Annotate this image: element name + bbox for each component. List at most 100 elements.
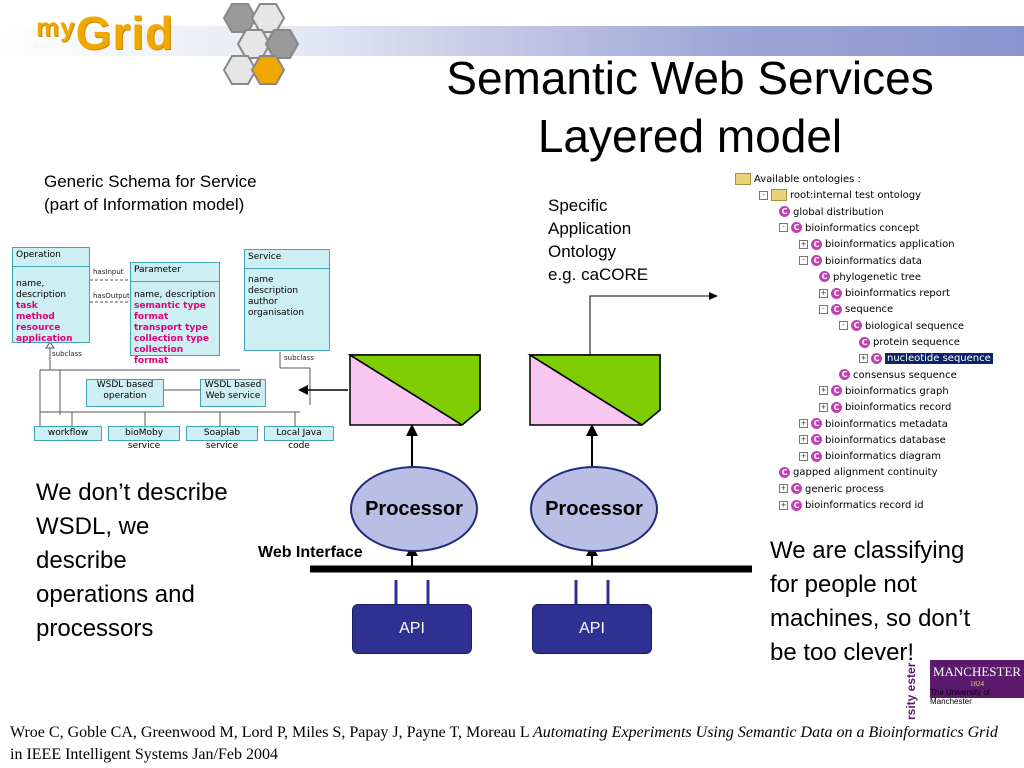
collapse-icon[interactable]: -: [779, 223, 788, 233]
ontology-tree-label: gapped alignment continuity: [793, 467, 938, 479]
uml-subclass-right-label: subclass: [284, 354, 314, 362]
folder-icon: [771, 189, 787, 202]
manchester-logo-year: 1824: [970, 680, 984, 688]
ontology-tree-label: nucleotide sequence: [885, 353, 993, 365]
expand-icon[interactable]: +: [819, 288, 828, 298]
class-icon: C: [831, 401, 842, 413]
uml-leaf-local-java: Local Java code: [264, 426, 334, 451]
ontology-tree-label: sequence: [845, 304, 894, 316]
class-icon: C: [871, 352, 882, 364]
uml-operation-attr-resource: resource: [16, 323, 61, 333]
ontology-tree-label: bioinformatics report: [845, 288, 950, 300]
collapse-icon[interactable]: -: [799, 256, 808, 265]
left-note-line2: WSDL, we: [36, 513, 150, 540]
processor-node-right: Processor: [530, 466, 658, 552]
uml-service-class: Service name description author organisa…: [244, 249, 330, 351]
web-interface-label: Web Interface: [258, 544, 363, 561]
class-icon: C: [811, 418, 822, 429]
uml-parameter-class: Parameter name, description semantic typ…: [130, 262, 220, 366]
hexagon-logo-graphic: [222, 3, 300, 85]
ontology-tree-label: Available ontologies :: [754, 174, 861, 185]
uml-service-attr-author: author: [248, 297, 278, 307]
collapse-icon[interactable]: -: [759, 190, 768, 200]
uml-wsdl-webservice-line1: WSDL based: [204, 380, 262, 390]
specific-ontology-caption-line4: e.g. caCORE: [548, 265, 649, 284]
ontology-tree-label: root:internal test ontology: [790, 190, 922, 202]
class-icon: C: [811, 434, 822, 446]
uml-operation-attr-task: task: [16, 301, 38, 311]
ontology-tree-row[interactable]: Available ontologies :: [735, 172, 861, 188]
right-note: We are classifying for people not machin…: [770, 534, 970, 670]
expand-icon[interactable]: +: [799, 419, 808, 428]
ontology-tree-label: bioinformatics record id: [805, 500, 924, 511]
citation-venue: in IEEE Intelligent Systems Jan/Feb 2004: [10, 746, 278, 763]
class-icon: C: [859, 336, 870, 348]
expand-icon[interactable]: +: [779, 484, 788, 494]
right-note-line1: We are classifying: [770, 537, 965, 564]
slide-title-line1: Semantic Web Services: [446, 52, 934, 104]
expand-icon[interactable]: +: [779, 500, 788, 510]
university-of-manchester-label: The University of Manchester: [930, 688, 991, 706]
uml-operation-class: Operation name, description task method …: [12, 247, 90, 344]
ontology-tree-label: bioinformatics record: [845, 402, 952, 414]
collapse-icon[interactable]: -: [839, 321, 848, 331]
uml-parameter-attr-format: format: [134, 312, 169, 322]
uml-has-output-label: hasOutput: [93, 292, 130, 300]
class-icon: C: [791, 499, 802, 511]
ontology-tree-label: biological sequence: [865, 320, 965, 332]
expand-icon[interactable]: +: [799, 435, 808, 445]
uml-wsdl-operation: WSDL based operation: [86, 379, 164, 407]
uml-parameter-attr-collection-format: collection format: [134, 345, 184, 366]
class-icon: C: [851, 320, 862, 332]
specific-ontology-caption: Specific Application Ontology e.g. caCOR…: [548, 194, 648, 286]
class-icon: C: [831, 303, 842, 315]
citation-title: Automating Experiments Using Semantic Da…: [533, 724, 998, 741]
citation-authors: Wroe C, Goble CA, Greenwood M, Lord P, M…: [10, 724, 533, 741]
uml-parameter-attr-collection-type: collection type: [134, 334, 209, 344]
uml-parameter-attr-semantic-type: semantic type: [134, 301, 206, 311]
vertical-university-text: rsity ester: [904, 662, 918, 720]
expand-icon[interactable]: +: [799, 451, 808, 461]
citation: Wroe C, Goble CA, Greenwood M, Lord P, M…: [10, 722, 1014, 766]
ontology-tree-label: consensus sequence: [853, 369, 957, 381]
uml-wsdl-operation-line2: operation: [103, 391, 147, 401]
ontology-tree-row[interactable]: - root:internal test ontology: [759, 188, 921, 204]
ontology-tree-label: bioinformatics diagram: [825, 451, 941, 463]
ontology-tree-label: generic process: [805, 483, 884, 495]
uml-parameter-name: Parameter: [131, 263, 219, 282]
ontology-tree-label: protein sequence: [873, 337, 960, 348]
collapse-icon[interactable]: -: [819, 304, 828, 314]
ontology-tree-label: bioinformatics graph: [845, 385, 949, 397]
mygrid-logo: myGrid: [36, 6, 174, 60]
expand-icon[interactable]: +: [799, 239, 808, 249]
uml-has-input-label: hasInput: [93, 268, 124, 276]
expand-icon[interactable]: +: [819, 386, 828, 396]
uml-wsdl-webservice-line2: Web service: [205, 391, 261, 401]
expand-icon[interactable]: +: [859, 353, 868, 363]
class-icon: C: [831, 287, 842, 299]
expand-icon[interactable]: +: [819, 402, 828, 412]
specific-ontology-caption-line2: Application: [548, 219, 632, 238]
generic-schema-caption-line2: (part of Information model): [44, 195, 245, 214]
class-icon: C: [779, 466, 790, 478]
